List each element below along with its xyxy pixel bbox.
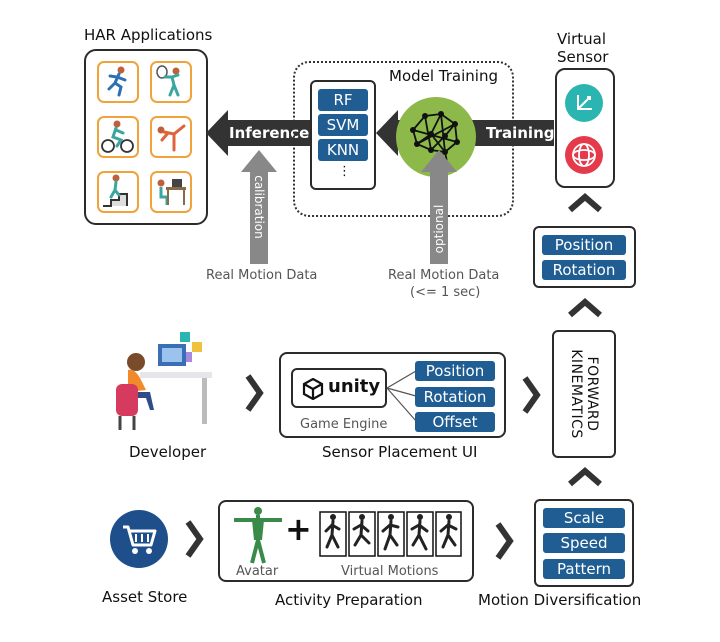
pose-output-rotation: Rotation [542,260,626,280]
neural-network-icon [396,97,476,177]
virtual-sensor-title-2: Sensor [557,48,609,66]
inference-arrow [206,110,311,156]
chevron-up-icon [568,193,602,213]
motion-diversification-label: Motion Diversification [478,591,642,609]
chevron-right-icon [522,376,541,414]
training-label: Training [486,124,555,142]
diversification-scale: Scale [543,508,625,528]
sensor-option-rotation: Rotation [415,387,495,407]
optional-label: optional [432,204,446,254]
pose-output-position: Position [542,235,626,255]
cycling-activity-icon [97,116,139,158]
accelerometer-icon [565,84,603,122]
optional-arrow [421,150,457,264]
virtual-sensor-title-1: Virtual [557,30,607,48]
virtual-motions-caption: Virtual Motions [341,564,439,579]
inference-label: Inference [229,124,310,142]
developer-illustration [116,332,212,430]
tennis-activity-icon [150,61,192,103]
calibration-arrow [241,150,277,264]
model-svm: SVM [318,114,368,136]
forward-kinematics-panel [552,330,616,458]
sensor-option-offset: Offset [415,412,495,432]
connector-lines [386,370,417,422]
avatar-figure [234,507,282,564]
model-list-ellipsis: ⋮ [338,164,351,179]
chevron-up-icon [568,467,602,487]
diversification-pattern: Pattern [543,559,625,579]
stairs-activity-icon [97,171,139,213]
har-applications-panel [84,49,208,225]
chevron-right-icon [245,374,264,412]
running-activity-icon [97,61,139,103]
unity-logo-text: unity [328,376,381,397]
chevron-up-icon [568,298,602,318]
activity-preparation-label: Activity Preparation [275,591,423,609]
forward-kinematics-label: FORWARD KINEMATICS [568,349,600,439]
calibration-label: calibration [252,175,266,239]
model-training-title: Model Training [389,67,498,85]
model-knn: KNN [318,139,368,161]
chevron-right-icon [185,520,204,558]
real-motion-data-right: Real Motion Data [388,268,500,283]
desk-work-activity-icon [150,171,192,213]
yoga-activity-icon [150,116,192,158]
plus-sign: + [285,510,312,548]
chevron-right-icon [495,522,514,560]
gyroscope-icon [565,136,603,174]
har-applications-title: HAR Applications [84,26,213,44]
real-motion-data-left: Real Motion Data [206,268,318,283]
sensor-placement-label: Sensor Placement UI [322,443,478,461]
shopping-cart-icon [110,510,168,568]
asset-store-label: Asset Store [102,588,188,606]
model-rf: RF [318,89,368,111]
unity-icon [302,378,324,400]
virtual-motions-filmstrip [319,511,462,557]
real-motion-duration: (<= 1 sec) [410,285,481,300]
unity-logo-box [291,368,387,408]
diversification-speed: Speed [543,533,625,553]
avatar-caption: Avatar [236,564,279,579]
sensor-option-position: Position [415,361,495,381]
developer-label: Developer [129,443,207,461]
game-engine-caption: Game Engine [300,417,388,432]
